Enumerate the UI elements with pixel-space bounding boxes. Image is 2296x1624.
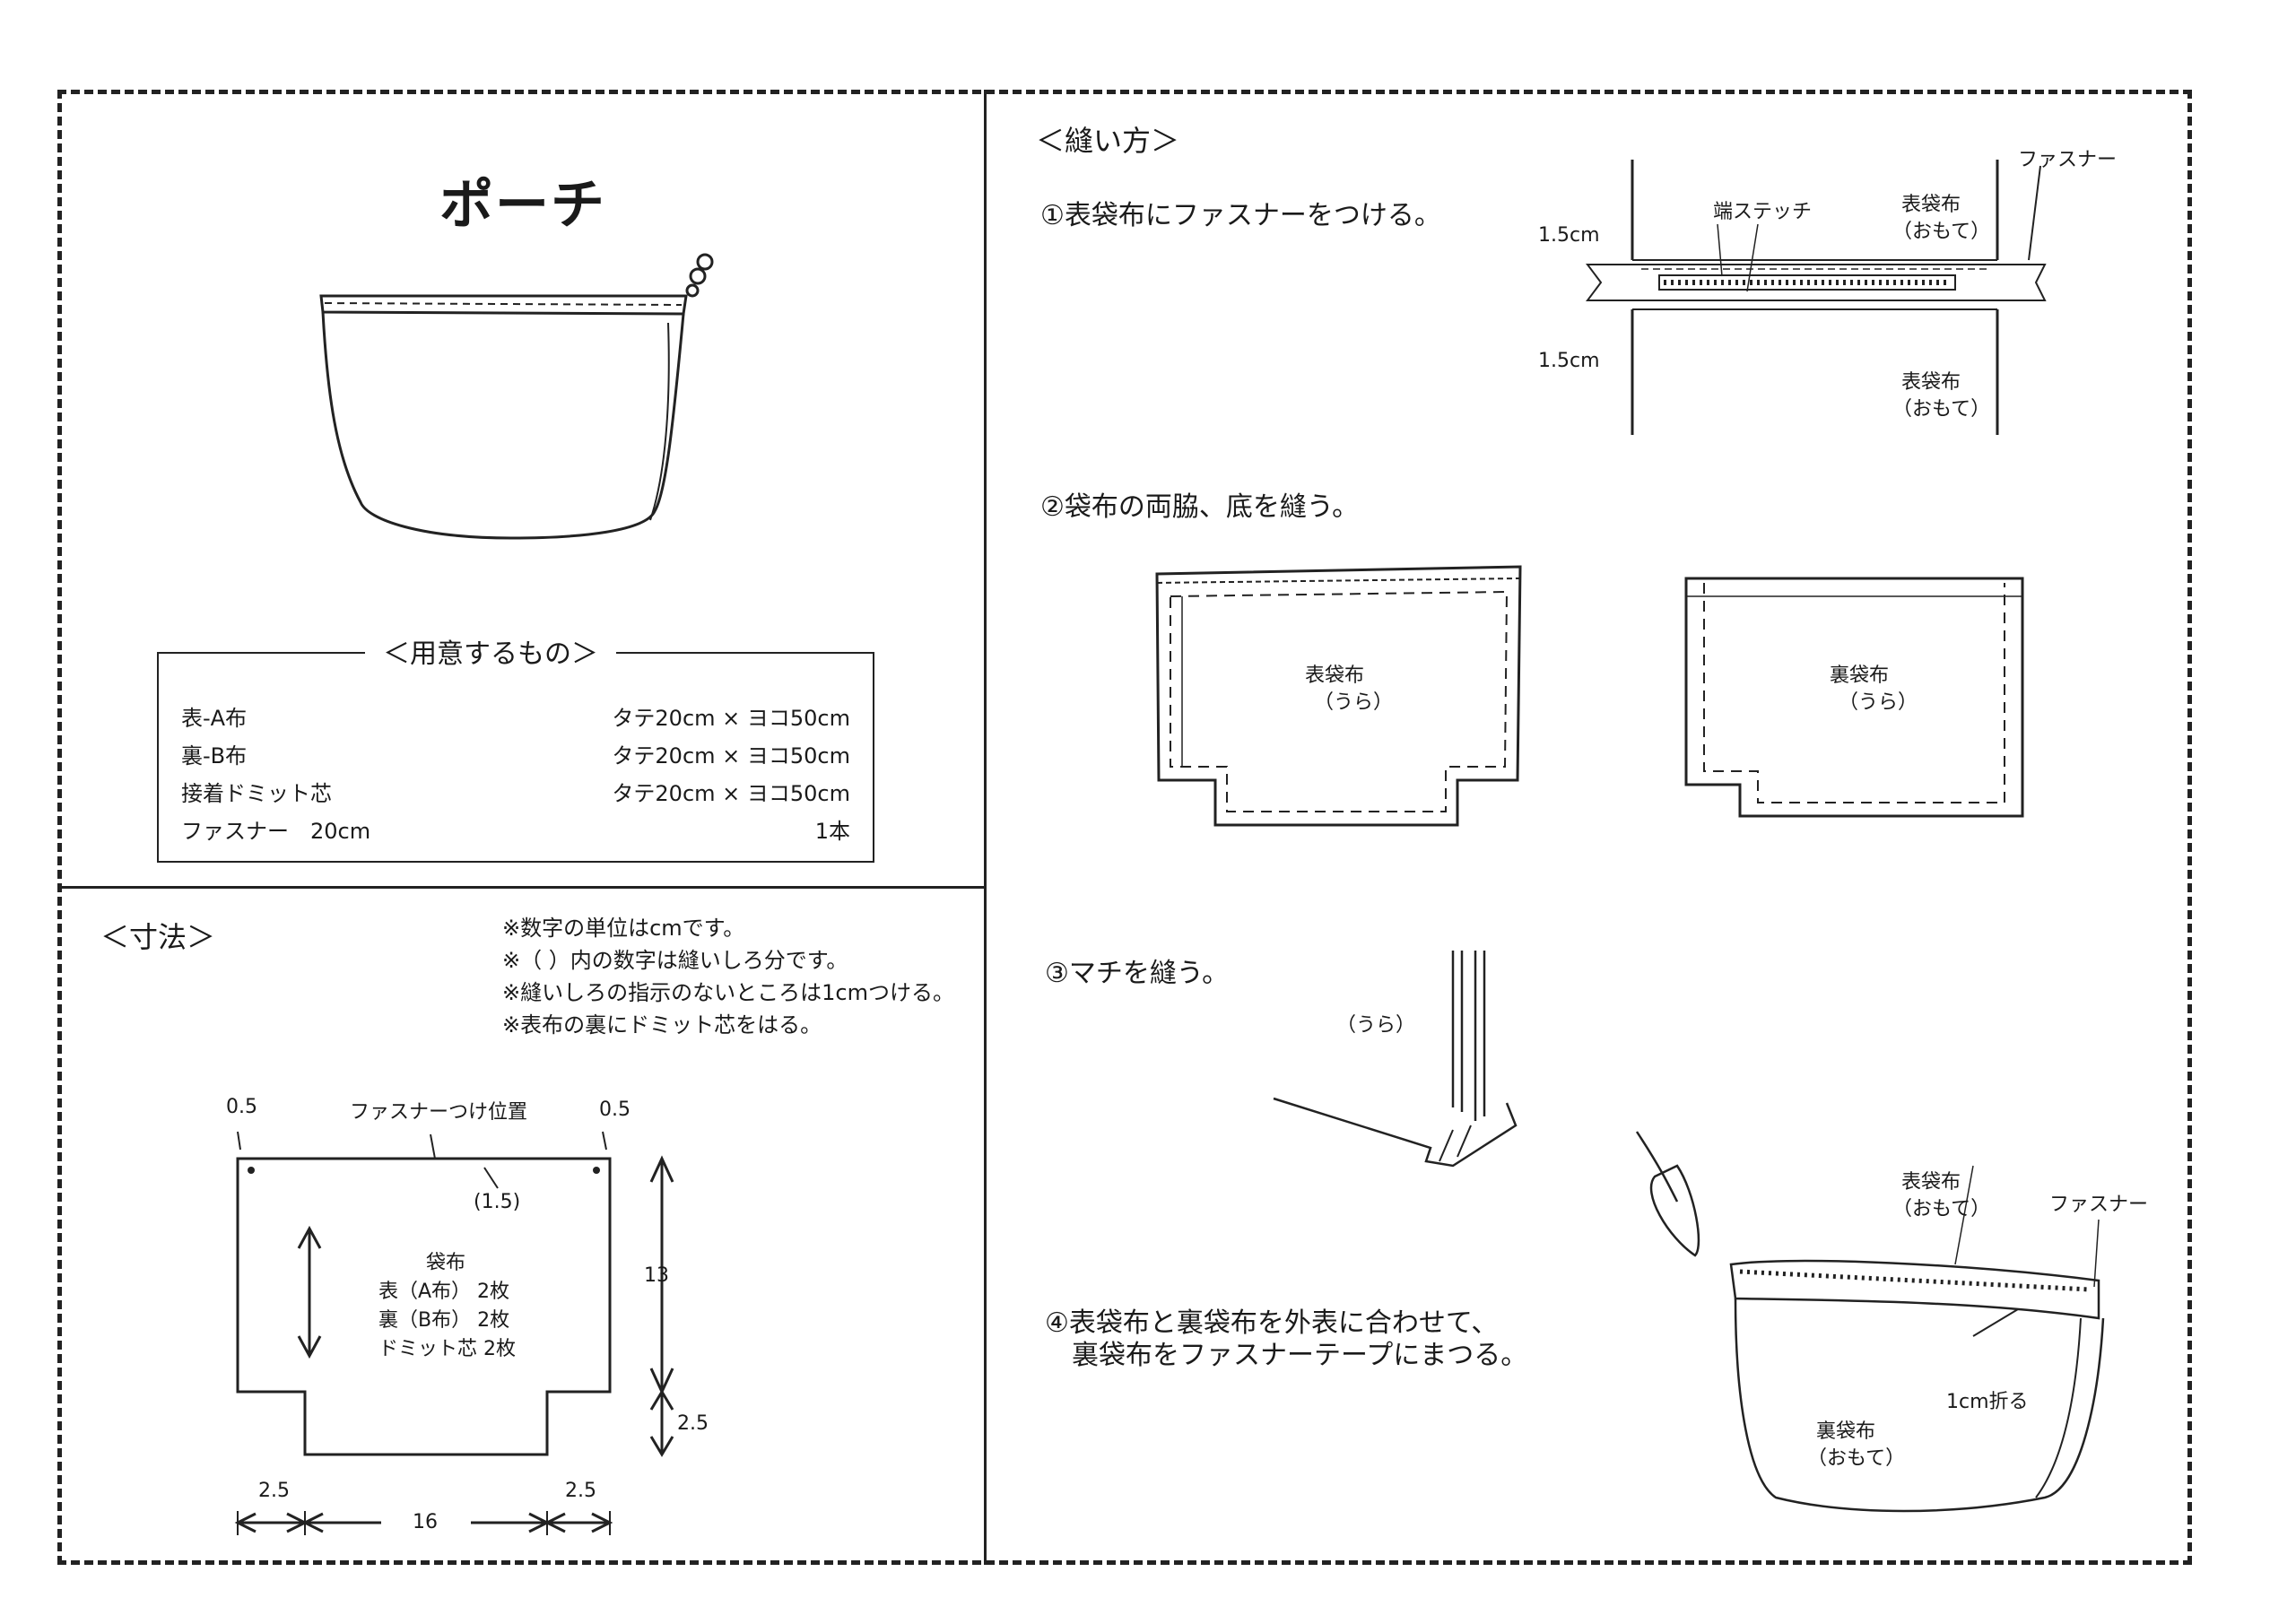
step3-diagram (0, 0, 1, 1)
note-line: ※数字の単位はcmです。 (502, 916, 745, 941)
step4-fold-label: 1cm折る (1946, 1391, 2029, 1413)
material-name: ファスナー 20cm (181, 819, 371, 844)
step1-zipper-label: ファスナー (2018, 149, 2118, 171)
outer-frame (57, 90, 2192, 1565)
step4-zipper-label: ファスナー (2049, 1194, 2149, 1216)
seam-right-label: 0.5 (599, 1099, 631, 1121)
step4-diagram (0, 0, 1, 1)
step2-left-sub: （うら） (1314, 691, 1394, 714)
material-qty: 1本 (814, 819, 850, 844)
step4-outer-label: 表袋布 (1901, 1171, 1961, 1194)
material-name: 表-A布 (181, 706, 248, 731)
dimensions-heading: ＜寸法＞ (100, 920, 216, 954)
material-row: 表-A布 タテ20cm × ヨコ50cm (181, 700, 850, 732)
height-main-label: 13 (644, 1264, 669, 1287)
vertical-divider (984, 90, 987, 1565)
material-qty: タテ20cm × ヨコ50cm (612, 706, 850, 731)
step1-text: ①表袋布にファスナーをつける。 (1040, 200, 1441, 231)
width-mid-label: 16 (413, 1511, 438, 1533)
step1-outer-top-label: 表袋布 (1901, 194, 1961, 216)
height-cut-label: 2.5 (677, 1412, 709, 1435)
pattern-line: 表（A布） 2枚 (378, 1281, 510, 1303)
step1-margin-bottom: 1.5cm (1538, 350, 1600, 372)
step2-left-label: 表袋布 (1305, 664, 1365, 687)
page-title: ポーチ (439, 174, 606, 237)
step1-diagram (0, 160, 1, 435)
step1-margin-top: 1.5cm (1538, 224, 1600, 247)
step4-text-line2: 裏袋布をファスナーテープにまつる。 (1072, 1340, 1528, 1371)
pattern-line: 裏（B布） 2枚 (378, 1309, 510, 1332)
step4-outer-sub: （おもて） (1892, 1198, 1991, 1220)
step1-outer-bottom-sub: （おもて） (1892, 398, 1991, 421)
step1-outer-top-sub: （おもて） (1892, 221, 1991, 243)
step4-lining-label: 裏袋布 (1816, 1420, 1876, 1443)
seam-allowance-label: (1.5) (474, 1191, 521, 1213)
material-row: ファスナー 20cm 1本 (181, 813, 850, 845)
material-row: 接着ドミット芯 タテ20cm × ヨコ50cm (181, 776, 850, 807)
note-line: ※縫いしろの指示のないところは1cmつける。 (502, 980, 954, 1005)
material-name: 裏-B布 (181, 743, 248, 769)
zipper-position-label: ファスナーつけ位置 (350, 1101, 528, 1124)
step2-diagram (0, 0, 1, 1)
step4-lining-sub: （おもて） (1807, 1447, 1906, 1470)
horizontal-divider (57, 886, 986, 889)
howto-heading: ＜縫い方＞ (1036, 124, 1180, 158)
materials-heading: ＜用意するもの＞ (365, 631, 616, 671)
pattern-line: ドミット芯 2枚 (378, 1338, 516, 1360)
pattern-diagram (0, 0, 1, 1535)
width-right-label: 2.5 (565, 1480, 596, 1502)
pattern-name: 袋布 (426, 1252, 466, 1274)
step1-outer-bottom-label: 表袋布 (1901, 371, 1961, 394)
width-left-label: 2.5 (258, 1480, 290, 1502)
seam-left-label: 0.5 (226, 1096, 257, 1118)
material-qty: タテ20cm × ヨコ50cm (612, 743, 850, 769)
material-qty: タテ20cm × ヨコ50cm (612, 781, 850, 806)
note-line: ※表布の裏にドミット芯をはる。 (502, 1012, 822, 1038)
step2-right-label: 裏袋布 (1830, 664, 1890, 687)
step2-right-sub: （うら） (1839, 691, 1918, 714)
note-line: ※（ ）内の数字は縫いしろ分です。 (502, 948, 848, 973)
step3-text: ③マチを縫う。 (1045, 958, 1230, 989)
pouch-illustration (314, 251, 726, 556)
step4-text-line1: ④表袋布と裏袋布を外表に合わせて、 (1045, 1307, 1499, 1339)
material-name: 接着ドミット芯 (181, 781, 332, 806)
step3-label: （うら） (1336, 1014, 1416, 1037)
step2-text: ②袋布の両脇、底を縫う。 (1040, 491, 1360, 523)
materials-box: ＜用意するもの＞ 表-A布 タテ20cm × ヨコ50cm 裏-B布 タテ20c… (157, 631, 874, 863)
step1-stitch-label: 端ステッチ (1713, 201, 1813, 223)
material-row: 裏-B布 タテ20cm × ヨコ50cm (181, 738, 850, 769)
